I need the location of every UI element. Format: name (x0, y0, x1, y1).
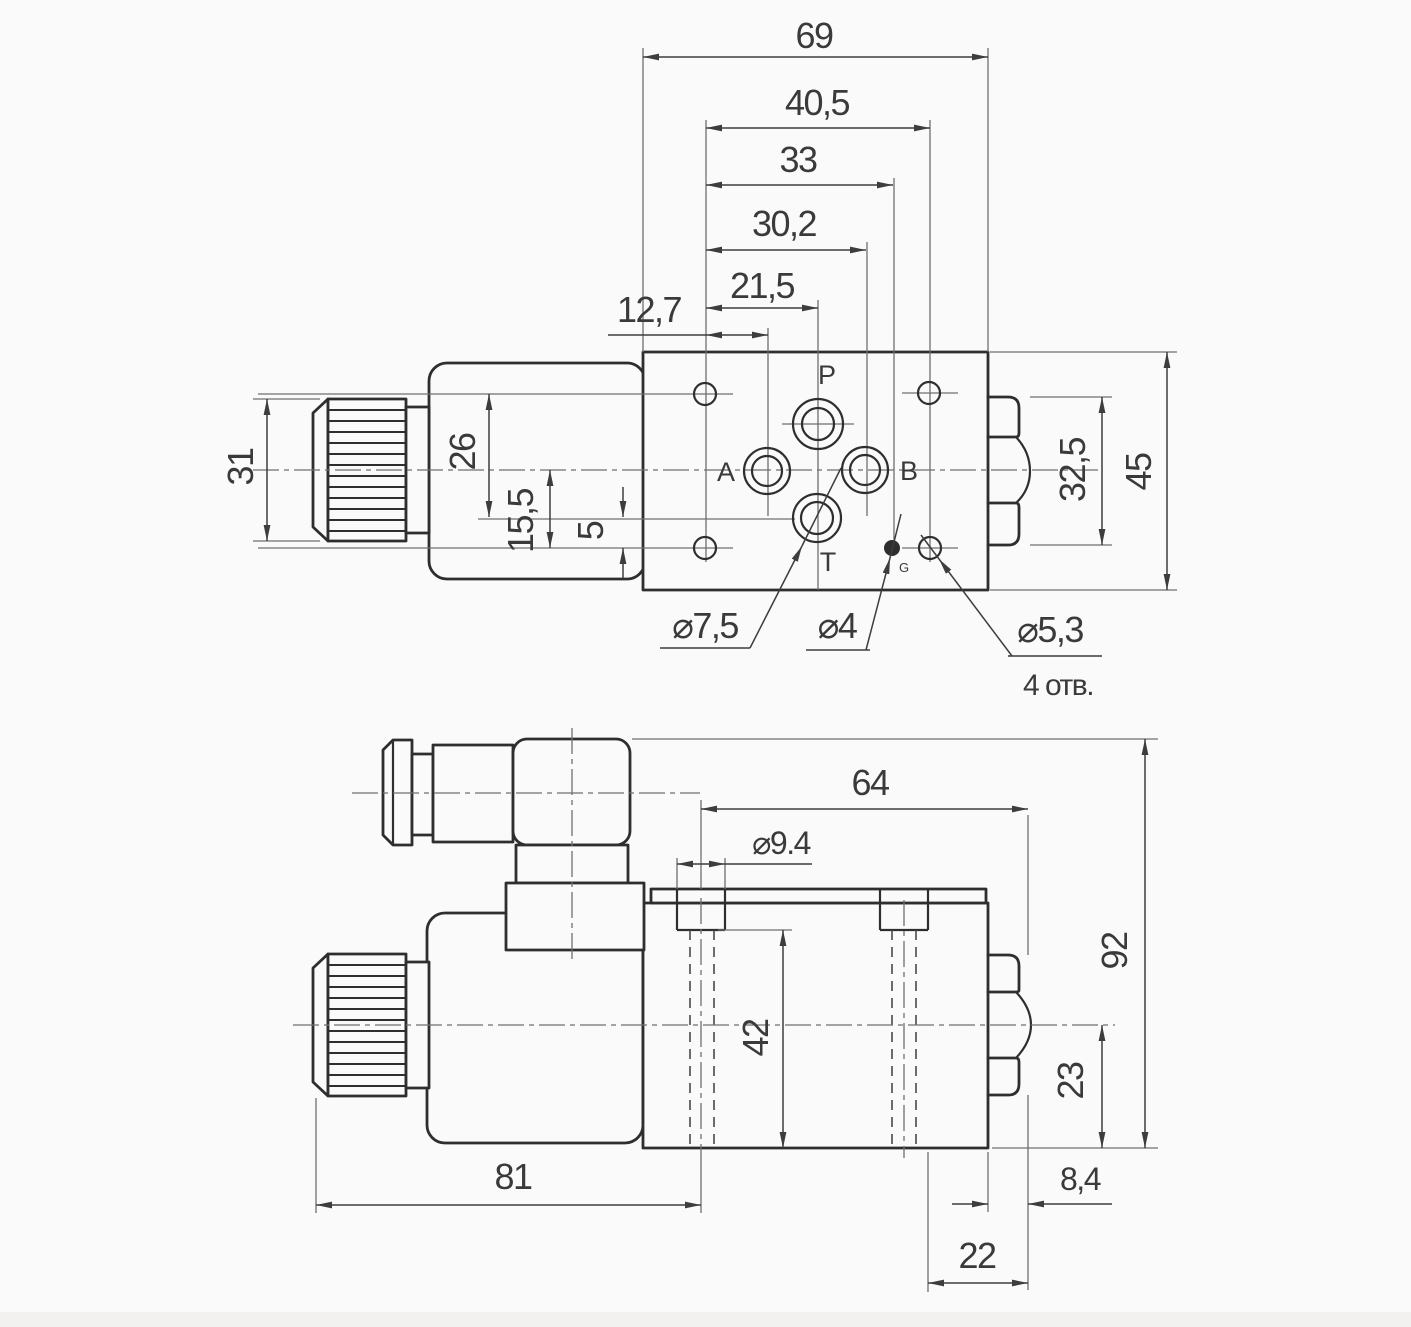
dim-5-label: 5 (570, 521, 611, 540)
dim-22-label: 22 (958, 1235, 996, 1276)
side-view: 64 ⌀9.4 92 42 81 23 8,4 22 (293, 728, 1158, 1292)
dim-g-dia-label: ⌀4 (818, 605, 857, 646)
hidden-hole-lines (689, 930, 917, 1148)
leader-t-dia (749, 545, 803, 649)
connector-plug-step (410, 752, 435, 837)
dim-8-4-label: 8,4 (1060, 1161, 1101, 1197)
hex-end-bottom-facet (986, 501, 1021, 547)
leader-mount-dia (938, 558, 1013, 657)
page-bottom-strip (0, 1312, 1411, 1327)
dim-overall-width-label: 69 (795, 15, 833, 56)
dim-hole-span-label: 40,5 (785, 82, 850, 123)
valve-body-plate (649, 887, 988, 905)
connector-base-block (504, 881, 646, 952)
dim-26-label: 26 (442, 433, 483, 471)
port-p (791, 397, 845, 451)
mount-hole-top-right (916, 380, 942, 406)
dim-hex-flat-label: 32,5 (1052, 437, 1093, 502)
dim-92-label: 92 (1094, 932, 1135, 970)
dim-15-5-label: 15,5 (500, 488, 541, 553)
dim-23-label: 23 (1050, 1062, 1091, 1100)
port-a (742, 446, 792, 496)
port-g-label: G (899, 560, 909, 575)
dim-81-label: 81 (494, 1156, 532, 1197)
dim-knob-height-label: 31 (220, 448, 261, 486)
hex-side-bottom-facet (986, 1056, 1021, 1097)
dim-t-dia-label: ⌀7,5 (672, 605, 738, 646)
hex-end-bulge (1015, 436, 1032, 504)
port-t-label: T (820, 547, 837, 577)
dim-edge-offset-label: 12,7 (617, 289, 682, 330)
port-a-label: A (717, 457, 735, 487)
port-b (840, 445, 890, 495)
dim-b-offset-label: 30,2 (752, 203, 817, 244)
dim-mount-count-label: 4 отв. (1023, 669, 1093, 702)
knob-ribs-side (328, 964, 406, 1087)
port-t (791, 492, 843, 544)
dim-42-label: 42 (735, 1019, 776, 1057)
mount-hole-bottom-right (917, 535, 943, 561)
mount-hole-bottom-left (692, 535, 718, 561)
hex-side-top-facet (986, 953, 1021, 994)
top-view: 69 40,5 33 30,2 21,5 12,7 31 26 15,5 5 3… (220, 15, 1177, 702)
counterbore-right (878, 889, 930, 932)
dim-body-height-label: 45 (1118, 453, 1159, 491)
mount-hole-top-left (692, 381, 718, 407)
dim-64-label: 64 (851, 762, 889, 803)
dim-p-offset-label: 21,5 (730, 265, 795, 306)
leader-g-dia (865, 557, 891, 651)
dim-g-offset-label: 33 (779, 139, 817, 180)
dim-mount-dia-label: ⌀5,3 (1017, 609, 1083, 650)
dim-cbore-label: ⌀9.4 (752, 825, 810, 861)
port-p-label: P (818, 360, 836, 390)
hex-end-top-facet (986, 395, 1021, 439)
knob-ribs (328, 409, 406, 532)
port-b-label: B (900, 456, 918, 486)
